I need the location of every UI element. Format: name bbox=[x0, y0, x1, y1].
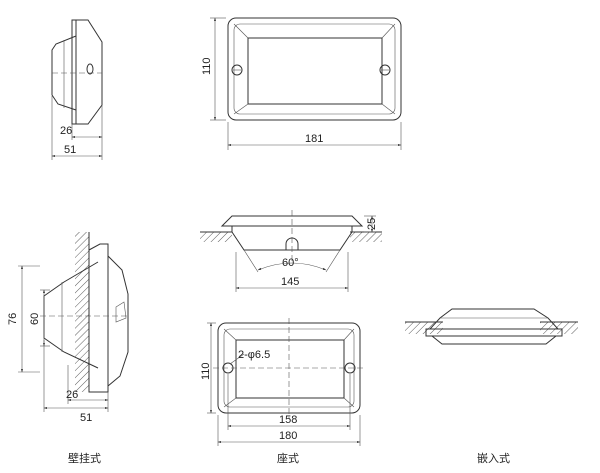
dim-top-side-26: 26 bbox=[60, 125, 72, 137]
seat-left-hole-icon bbox=[222, 362, 234, 374]
dim-seat-110: 110 bbox=[200, 362, 212, 380]
dim-top-front-110: 110 bbox=[201, 57, 213, 75]
dim-seat-holes: 2-φ6.5 bbox=[238, 349, 270, 361]
wall-mounted-view: 76 60 26 51 bbox=[7, 232, 129, 424]
dim-wall-76: 76 bbox=[7, 313, 19, 325]
caption-embedded: 嵌入式 bbox=[477, 452, 510, 465]
top-side-view: 26 51 bbox=[51, 19, 103, 160]
dim-wall-51: 51 bbox=[80, 412, 92, 424]
embedded-flange bbox=[425, 328, 563, 337]
dim-top-side-51: 51 bbox=[64, 144, 76, 156]
dim-top-front-181: 181 bbox=[305, 133, 323, 145]
lens-window bbox=[247, 37, 383, 105]
right-screw-icon bbox=[379, 64, 391, 76]
lens-profile bbox=[51, 35, 77, 111]
wall-housing bbox=[107, 255, 129, 387]
dim-section-25: 25 bbox=[366, 218, 378, 230]
dim-wall-60: 60 bbox=[29, 313, 41, 325]
dim-section-145: 145 bbox=[281, 276, 299, 288]
dim-seat-158: 158 bbox=[279, 414, 297, 426]
top-front-view: 110 181 bbox=[201, 17, 402, 150]
dim-wall-26: 26 bbox=[66, 389, 78, 401]
seat-front-view: 2-φ6.5 110 158 180 bbox=[200, 318, 365, 446]
embedded-view bbox=[405, 308, 578, 345]
seat-right-hole-icon bbox=[344, 362, 356, 374]
caption-wall-mounted: 壁挂式 bbox=[68, 451, 101, 465]
dim-seat-180: 180 bbox=[279, 430, 297, 442]
outer-frame bbox=[227, 17, 402, 121]
section-view: 60° 25 145 bbox=[200, 210, 382, 292]
housing-profile bbox=[75, 19, 103, 125]
seat-lens-window bbox=[235, 339, 345, 399]
dim-section-60deg: 60° bbox=[282, 257, 299, 269]
left-screw-icon bbox=[231, 64, 243, 76]
screw-head bbox=[86, 63, 94, 75]
embedded-body bbox=[431, 335, 557, 345]
embedded-housing bbox=[429, 308, 559, 330]
wall-bracket bbox=[88, 243, 109, 393]
caption-seat-type: 座式 bbox=[277, 451, 299, 465]
